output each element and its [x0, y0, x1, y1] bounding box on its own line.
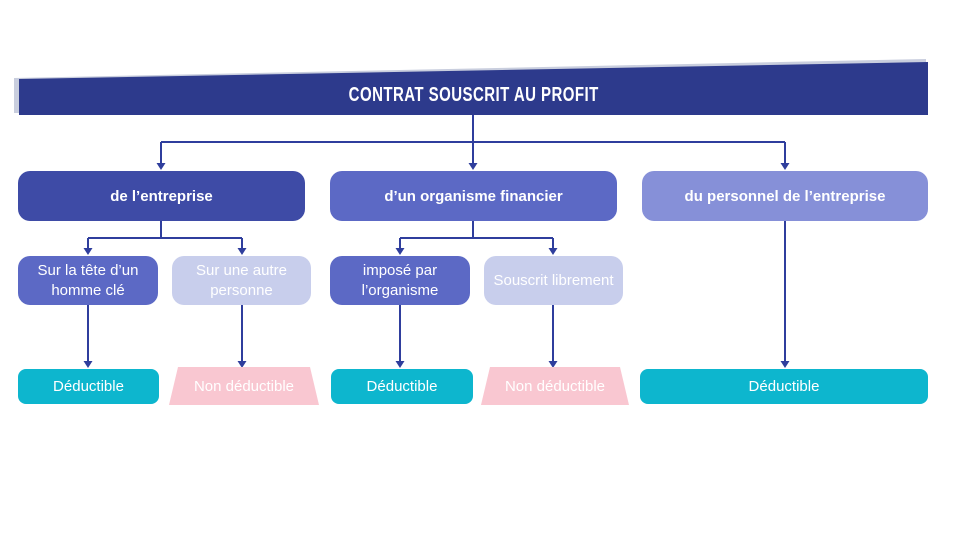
branch-entreprise: de l’entreprise [18, 171, 305, 221]
node-impose-par-organisme: imposé par l’organisme [330, 256, 470, 305]
diagram-title: CONTRAT SOUSCRIT AU PROFIT [348, 83, 599, 106]
node-homme-cle: Sur la tête d’un homme clé [18, 256, 158, 305]
branch-personnel-entreprise: du personnel de l’entreprise [642, 171, 928, 221]
connector-lines [87, 115, 786, 362]
node-autre-personne: Sur une autre personne [172, 256, 311, 305]
outcome-non-deductible-1: Non déductible [169, 367, 319, 405]
node-souscrit-librement: Souscrit librement [484, 256, 623, 305]
outcome-deductible-3: Déductible [640, 369, 928, 404]
branch-organisme-financier: d’un organisme financier [330, 171, 617, 221]
outcome-deductible-1: Déductible [18, 369, 159, 404]
outcome-non-deductible-2: Non déductible [481, 367, 629, 405]
outcome-deductible-2: Déductible [331, 369, 473, 404]
